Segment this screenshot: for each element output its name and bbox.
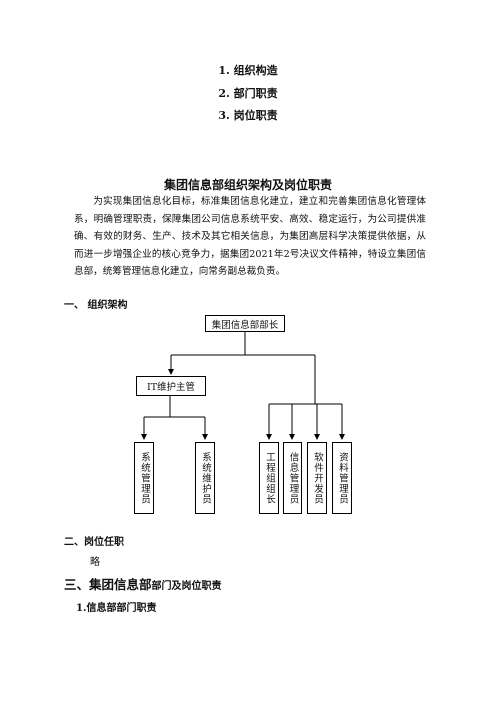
org-box-project-leader: 工程组组长 [259,442,279,514]
org-box-system-admin: 系统管理员 [134,442,154,514]
org-box-document-manager: 资料管理员 [332,442,352,514]
toc-item-3: 3. 岗位职责 [218,109,278,122]
toc-item-2: 2. 部门职责 [218,87,278,100]
section-org-structure-heading: 一、 组织架构 [64,300,128,311]
subsection-department-duties: 1.信息部部门职责 [76,603,157,614]
section-responsibilities-heading: 三、集团信息部部门及岗位职责 [64,574,222,593]
org-box-department-head: 集团信息部部长 [205,315,285,332]
toc-item-1: 1. 组织构造 [218,64,278,77]
org-box-it-supervisor: IT维护主管 [136,376,206,396]
org-box-info-manager: 信息管理员 [283,442,302,514]
org-box-system-maintainer: 系统维护员 [195,442,215,514]
section3-suffix: 部门及岗位职责 [151,581,222,592]
section-post-qualifications-heading: 二、岗位任职 [64,537,124,548]
org-box-software-developer: 软件开发员 [307,442,327,514]
document-title: 集团信息部组织架构及岗位职责 [163,178,332,192]
section-post-qualifications-body: 略 [90,557,100,568]
section3-prefix: 三、集团信息部 [64,577,152,592]
intro-paragraph: 为实现集团信息化目标，标准集团信息化建立，建立和完善集团信息化管理体系，明确管理… [74,196,426,277]
